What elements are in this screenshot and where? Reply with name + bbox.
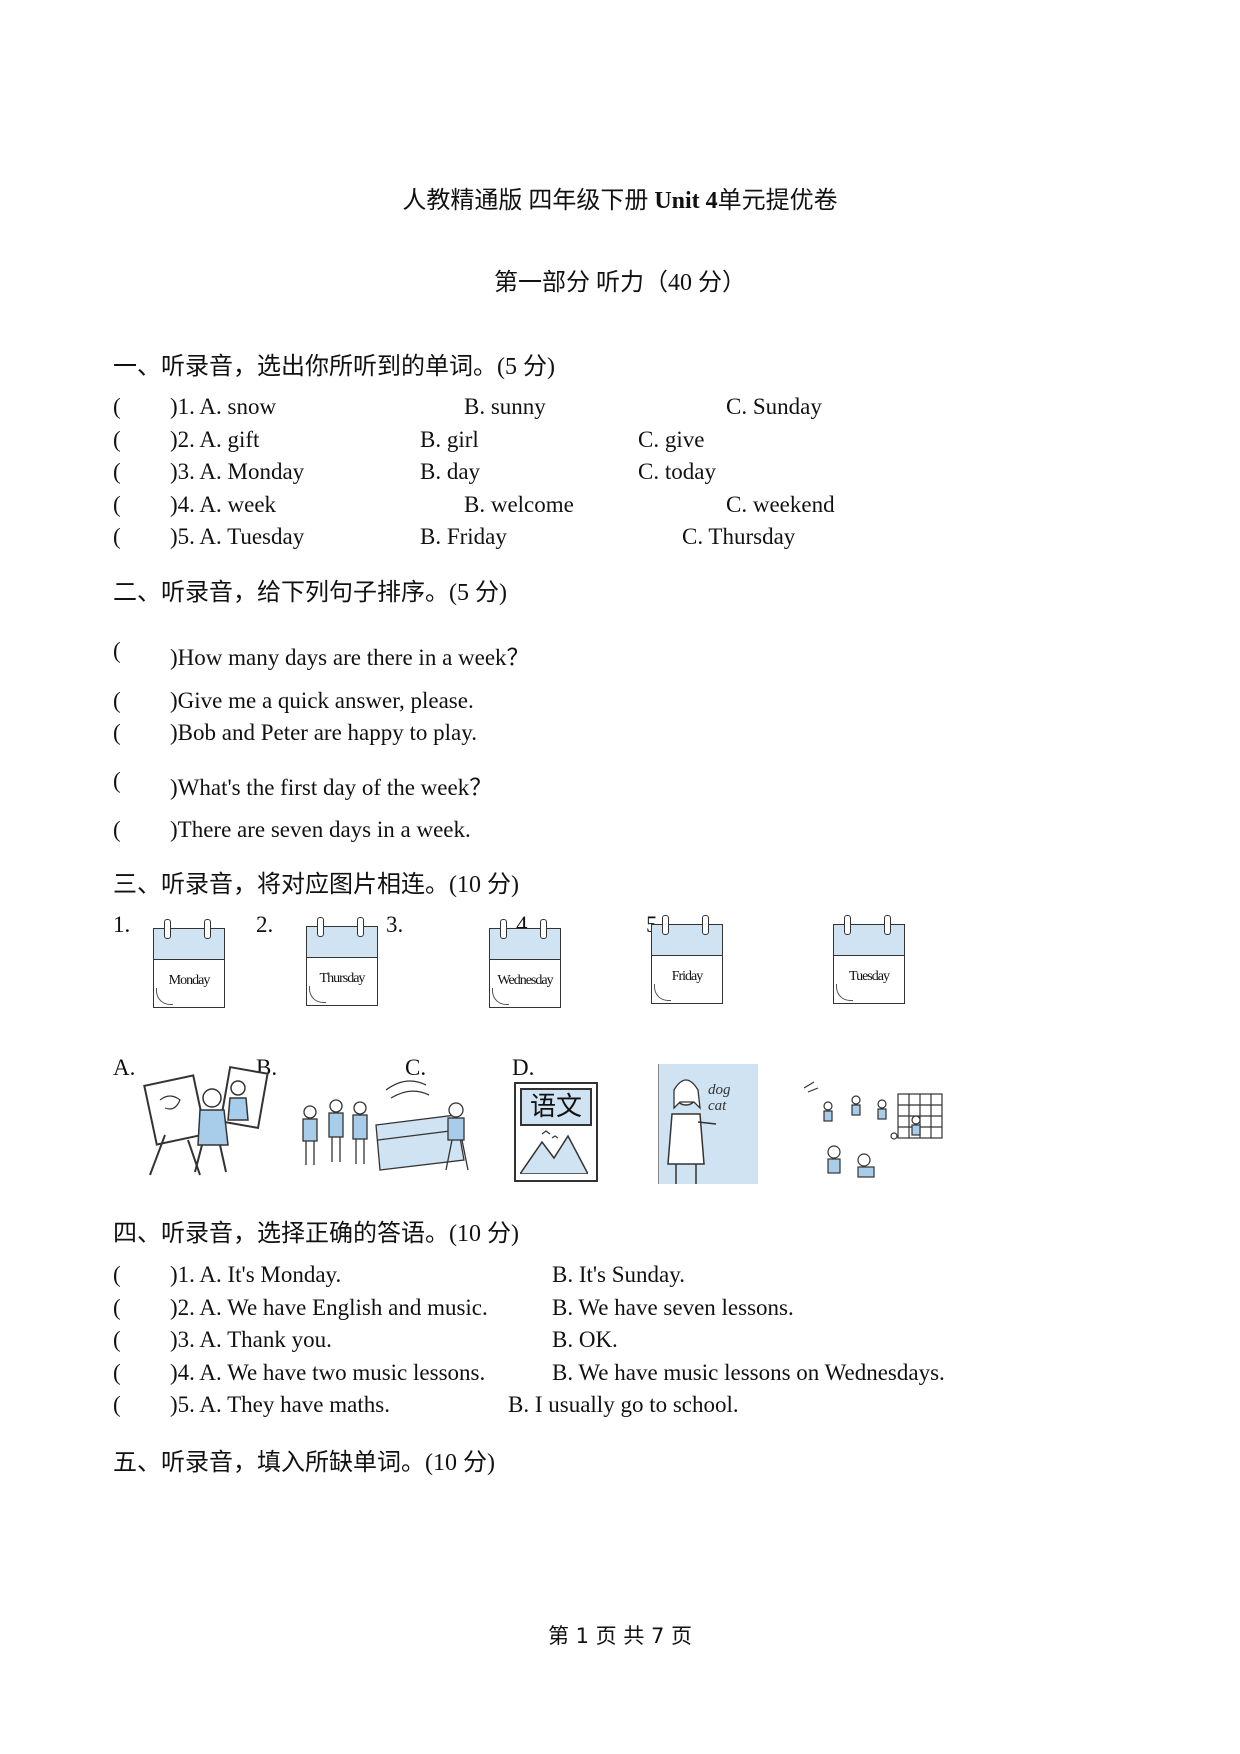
section3-heading: 三、听录音，将对应图片相连。(10 分): [113, 872, 519, 898]
option-b: B. sunny: [464, 394, 546, 419]
calendar-icon[interactable]: Friday: [651, 915, 723, 1004]
part-heading: 第一部分 听力（40 分）: [494, 270, 746, 296]
question-4: )4. A. week: [170, 492, 277, 517]
answer-paren[interactable]: (: [113, 1392, 121, 1417]
answer-paren[interactable]: (: [113, 720, 121, 745]
answer-paren[interactable]: (: [113, 1327, 121, 1352]
music-class-picture[interactable]: [296, 1070, 486, 1180]
calendar-day: Thursday: [319, 971, 366, 986]
english-class-picture[interactable]: dog cat: [658, 1064, 758, 1184]
title-cn: 人教精通版 四年级下册: [402, 188, 649, 214]
question-5: )5. A. Tuesday: [170, 524, 305, 549]
option-c: C. Thursday: [682, 524, 796, 549]
answer-paren[interactable]: (: [113, 459, 121, 484]
document-title: 人教精通版 四年级下册 Unit 4单元提优卷: [0, 180, 1240, 215]
option-c: C. today: [638, 459, 716, 484]
option-b: B. welcome: [464, 492, 574, 517]
option-c: C. weekend: [726, 492, 835, 517]
question-3: )3. A. Monday: [170, 459, 305, 484]
answer-paren[interactable]: (: [113, 492, 121, 517]
number-label: 1.: [113, 912, 131, 937]
option-b: B. It's Sunday.: [552, 1262, 685, 1287]
number-label: 2.: [256, 912, 274, 937]
page-footer: 第 1 页 共 7 页: [547, 1624, 693, 1648]
sentence-item: )Give me a quick answer, please.: [170, 688, 474, 713]
section4-heading: 四、听录音，选择正确的答语。(10 分): [113, 1221, 519, 1247]
option-b: B. girl: [420, 427, 479, 452]
option-c: C. Sunday: [726, 394, 822, 419]
option-b: B. day: [420, 459, 481, 484]
section5-heading: 五、听录音，填入所缺单词。(10 分): [113, 1450, 495, 1476]
board-word: cat: [708, 1098, 727, 1114]
calendar-icon[interactable]: Thursday: [306, 917, 378, 1006]
option-c: C. give: [638, 427, 705, 452]
sentence-item: )Bob and Peter are happy to play.: [170, 720, 477, 745]
letter-label: A.: [113, 1055, 136, 1080]
option-a: )5. A. They have maths.: [170, 1392, 390, 1417]
answer-paren[interactable]: (: [113, 817, 121, 842]
letter-label: D.: [512, 1055, 535, 1080]
title-unit: Unit 4: [654, 188, 718, 214]
answer-paren[interactable]: (: [113, 1295, 121, 1320]
answer-paren[interactable]: (: [113, 1262, 121, 1287]
option-a: )4. A. We have two music lessons.: [170, 1360, 486, 1385]
mountain-icon: [520, 1130, 588, 1174]
section2-heading: 二、听录音，给下列句子排序。(5 分): [113, 580, 507, 606]
option-b: B. OK.: [552, 1327, 618, 1352]
section1-heading: 一、听录音，选出你所听到的单词。(5 分): [113, 354, 555, 380]
option-b: B. Friday: [420, 524, 507, 549]
calendar-day: Tuesday: [849, 969, 890, 984]
calendar-day: Monday: [168, 973, 211, 988]
option-a: )3. A. Thank you.: [170, 1327, 332, 1352]
calendar-icon[interactable]: Monday: [153, 919, 225, 1008]
option-a: )2. A. We have English and music.: [170, 1295, 488, 1320]
answer-paren[interactable]: (: [113, 688, 121, 713]
calendar-icon[interactable]: Wednesday: [489, 919, 561, 1008]
sentence-item: )What's the first day of the week？: [170, 775, 493, 800]
question-1: )1. A. snow: [170, 394, 277, 419]
number-label: 3.: [386, 912, 404, 937]
teacher-girl-icon: [658, 1064, 717, 1184]
calendar-icon[interactable]: Tuesday: [833, 915, 905, 1004]
sentence-item: )There are seven days in a week.: [170, 817, 471, 842]
book-title: 语文: [520, 1088, 592, 1126]
calendar-day: Wednesday: [497, 973, 553, 988]
letter-label: C.: [405, 1055, 427, 1080]
option-a: )1. A. It's Monday.: [170, 1262, 342, 1287]
board-word: dog: [708, 1082, 731, 1098]
football-playing-picture[interactable]: [798, 1080, 948, 1184]
sentence-item: )How many days are there in a week？: [170, 645, 530, 670]
title-tail: 单元提优卷: [717, 188, 838, 214]
answer-paren[interactable]: (: [113, 394, 121, 419]
answer-paren[interactable]: (: [113, 638, 121, 663]
question-2: )2. A. gift: [170, 427, 260, 452]
chinese-book-picture[interactable]: 语文: [514, 1082, 598, 1182]
painting-children-picture[interactable]: [140, 1060, 270, 1180]
option-b: B. We have music lessons on Wednesdays.: [552, 1360, 945, 1385]
answer-paren[interactable]: (: [113, 427, 121, 452]
answer-paren[interactable]: (: [113, 1360, 121, 1385]
calendar-day: Friday: [671, 969, 704, 984]
option-b: B. We have seven lessons.: [552, 1295, 794, 1320]
option-b: B. I usually go to school.: [508, 1392, 739, 1417]
answer-paren[interactable]: (: [113, 768, 121, 793]
answer-paren[interactable]: (: [113, 524, 121, 549]
